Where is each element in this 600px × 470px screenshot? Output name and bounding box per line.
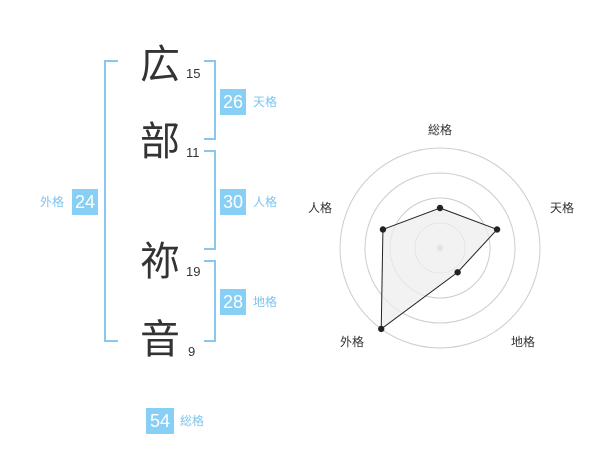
stroke-count-2: 11 [186,145,200,160]
radar-point-1 [436,204,444,212]
axis-label-tenkaku: 天格 [550,201,575,215]
soukaku-value: 54 [146,408,174,434]
jinkaku-value: 30 [220,189,246,215]
radar-point-3 [454,269,461,276]
radar-point-5 [379,226,387,233]
stroke-count-3: 19 [186,264,201,279]
chikaku-value: 28 [220,289,246,315]
gaikaku-value: 24 [72,189,98,215]
gaikaku-label: 外格 [40,195,65,209]
axis-label-gaikaku: 外格 [340,335,365,349]
axis-label-chikaku: 地格 [511,335,536,349]
axis-label-jinkaku: 人格 [308,201,333,215]
name-char-3: 祢 [140,239,180,285]
radar-ring [339,147,541,349]
jinkaku-bracket [204,150,216,250]
radar-point-4 [378,325,385,333]
radar-point-2 [493,226,501,233]
tenkaku-label: 天格 [253,95,278,109]
jinkaku-label: 人格 [253,195,278,209]
name-char-1: 広 [140,42,180,88]
name-char-4: 音 [140,317,180,363]
axis-label-soukaku: 総格 [428,123,453,137]
stroke-count-4: 9 [188,344,196,359]
soukaku-label: 総格 [180,414,205,428]
radar-ring [364,172,516,324]
chikaku-bracket [204,260,216,342]
gaikaku-bracket [104,60,118,342]
name-char-2: 部 [140,119,180,165]
chikaku-label: 地格 [253,295,278,309]
radar-series-polygon [380,207,498,330]
stroke-count-1: 15 [186,66,201,81]
tenkaku-value: 26 [220,89,246,115]
tenkaku-bracket [204,60,216,140]
